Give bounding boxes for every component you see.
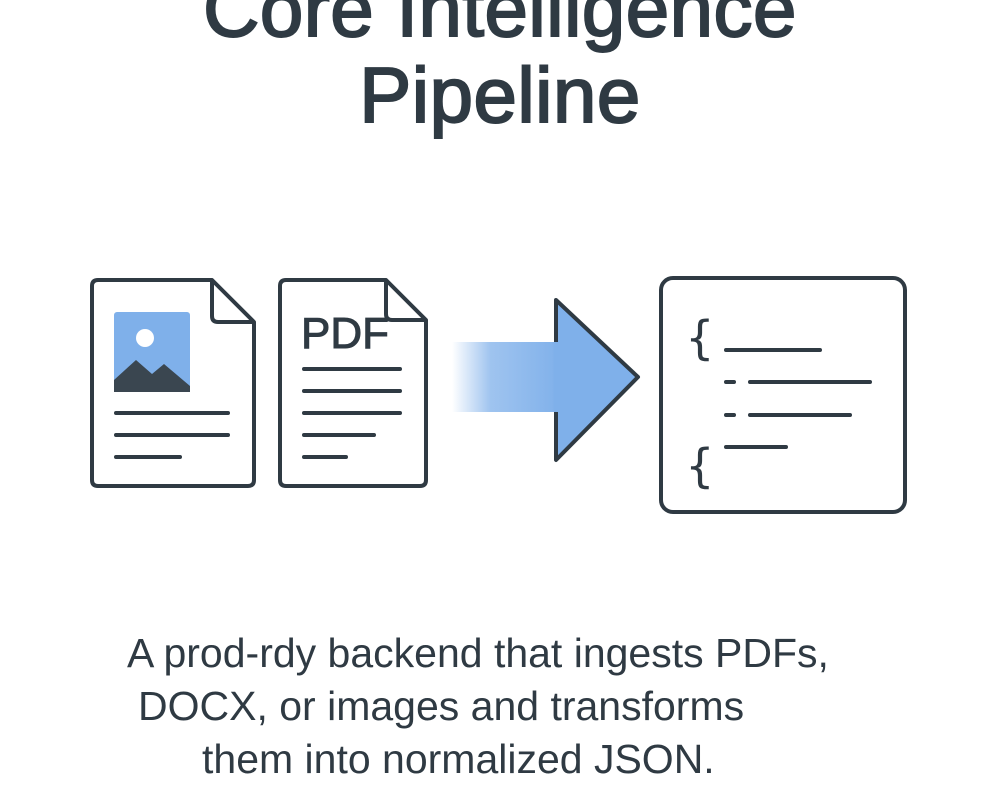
pipeline-diagram: PDF { {	[90, 276, 907, 514]
image-document-icon	[90, 278, 256, 488]
json-document-icon: { {	[659, 276, 907, 514]
caption-line-2: DOCX, or images and transforms	[138, 683, 745, 729]
title-line-1: Core Intelligence	[202, 0, 797, 53]
title-line-2: Pipeline	[358, 51, 641, 139]
picture-icon	[114, 312, 190, 392]
pdf-document-icon: PDF	[278, 278, 428, 488]
right-arrow-icon	[452, 298, 640, 462]
caption-line-1: A prod-rdy backend that ingests PDFs,	[127, 630, 829, 676]
pdf-label: PDF	[301, 309, 389, 358]
json-open-brace: {	[686, 311, 714, 365]
caption-line-3: them into normalized JSON.	[202, 736, 715, 782]
json-close-brace: {	[686, 439, 714, 493]
page-title: Core Intelligence Pipeline	[0, 0, 1000, 139]
description-caption: A prod-rdy backend that ingests PDFs, DO…	[0, 627, 1000, 786]
